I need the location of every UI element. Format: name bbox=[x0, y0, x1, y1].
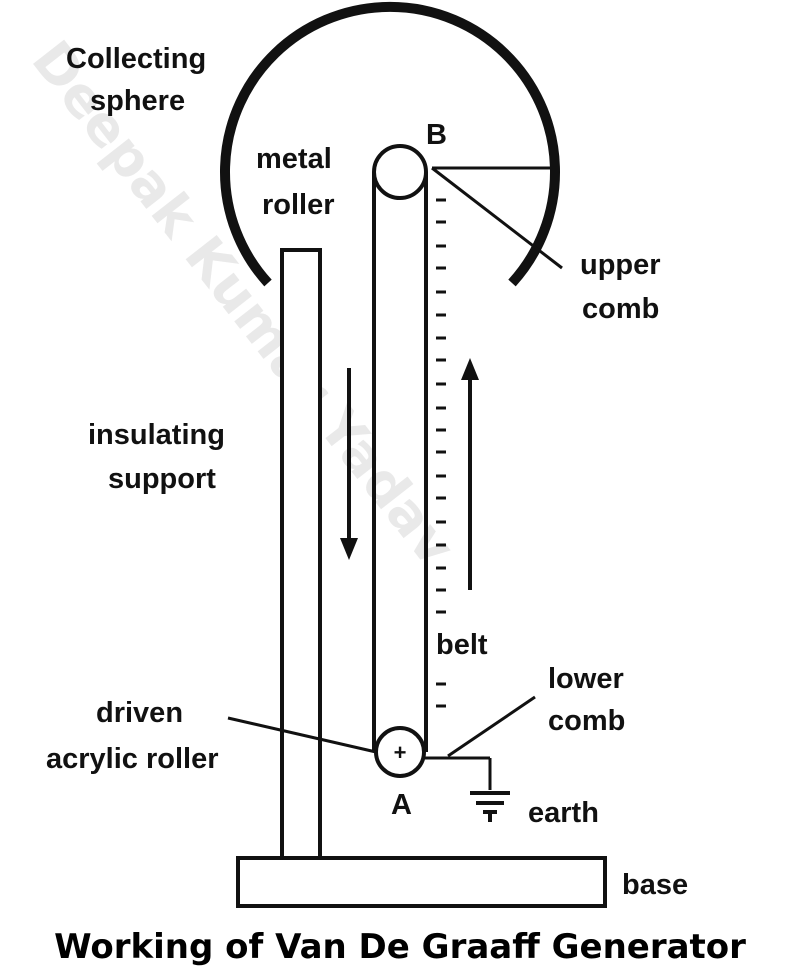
label-base: base bbox=[622, 869, 688, 901]
label-roller: roller bbox=[262, 189, 335, 221]
insulating-support bbox=[280, 248, 322, 862]
belt-charges bbox=[436, 198, 446, 708]
label-collecting: Collecting bbox=[66, 43, 206, 75]
lower-comb bbox=[422, 695, 536, 790]
down-arrow bbox=[340, 368, 358, 560]
label-insulating: insulating bbox=[88, 419, 225, 451]
metal-roller bbox=[372, 144, 428, 200]
label-b: B bbox=[426, 119, 447, 151]
roller-plus-sign: + bbox=[394, 740, 407, 765]
label-earth: earth bbox=[528, 797, 599, 829]
label-lower-comb: comb bbox=[548, 705, 625, 737]
label-a: A bbox=[391, 789, 412, 821]
label-metal: metal bbox=[256, 143, 332, 175]
label-sphere: sphere bbox=[90, 85, 185, 117]
collecting-sphere bbox=[220, 1, 560, 287]
label-upper: upper bbox=[580, 249, 661, 281]
label-acrylic-roller: acrylic roller bbox=[46, 743, 219, 775]
upper-comb bbox=[431, 166, 563, 270]
label-lower: lower bbox=[548, 663, 624, 695]
acrylic-roller-leader bbox=[227, 716, 377, 754]
up-arrow bbox=[461, 358, 479, 590]
label-upper-comb: comb bbox=[582, 293, 659, 325]
label-driven: driven bbox=[96, 697, 183, 729]
base-block bbox=[236, 856, 607, 908]
label-support: support bbox=[108, 463, 216, 495]
diagram-caption: Working of Van De Graaff Generator bbox=[54, 927, 746, 967]
earth-symbol bbox=[470, 791, 510, 822]
label-belt: belt bbox=[436, 629, 488, 661]
watermark-text: Deepak Kumar Yadav bbox=[20, 29, 468, 577]
